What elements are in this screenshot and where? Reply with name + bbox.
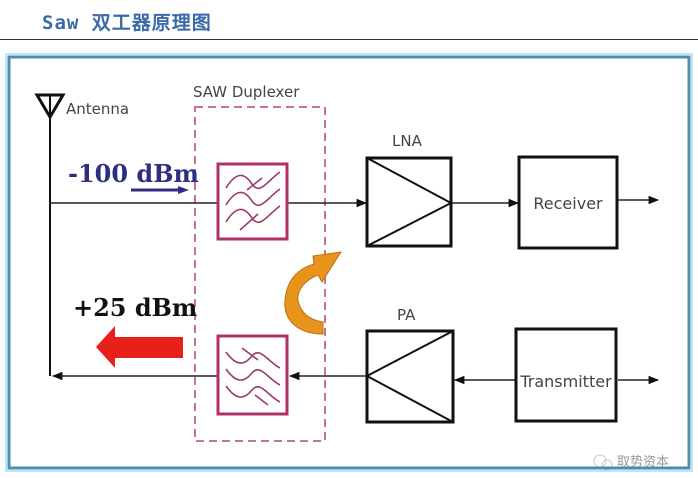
receiver-block [517,155,619,250]
antenna-label: Antenna [66,100,129,118]
tx-saw-filter-icon [216,334,289,416]
tx-power-label: +25 dBm [73,293,197,322]
rx-power-label: -100 dBm [68,159,199,188]
antenna-icon [34,93,66,376]
saw-duplexer-box [194,106,326,442]
rx-saw-filter-icon [216,162,289,241]
wechat-watermark-icon [593,454,613,471]
transmitter-block [514,327,618,423]
leakage-curved-arrow-icon [284,251,343,335]
watermark-text: 取势资本 [617,454,669,470]
diagram-frame-glow [5,53,693,472]
lna-amplifier-icon [365,156,453,248]
saw-duplexer-label: SAW Duplexer [193,83,300,101]
page-title: Saw 双工器原理图 [42,12,212,34]
receiver-label: Receiver [533,194,603,213]
lna-label: LNA [392,132,423,150]
rx-direction-arrowhead [178,186,189,194]
pa-amplifier-icon [365,329,455,424]
transmitter-label: Transmitter [519,372,612,391]
pa-label: PA [397,306,416,324]
tx-direction-arrow-icon [96,326,183,368]
title-divider [0,39,698,40]
